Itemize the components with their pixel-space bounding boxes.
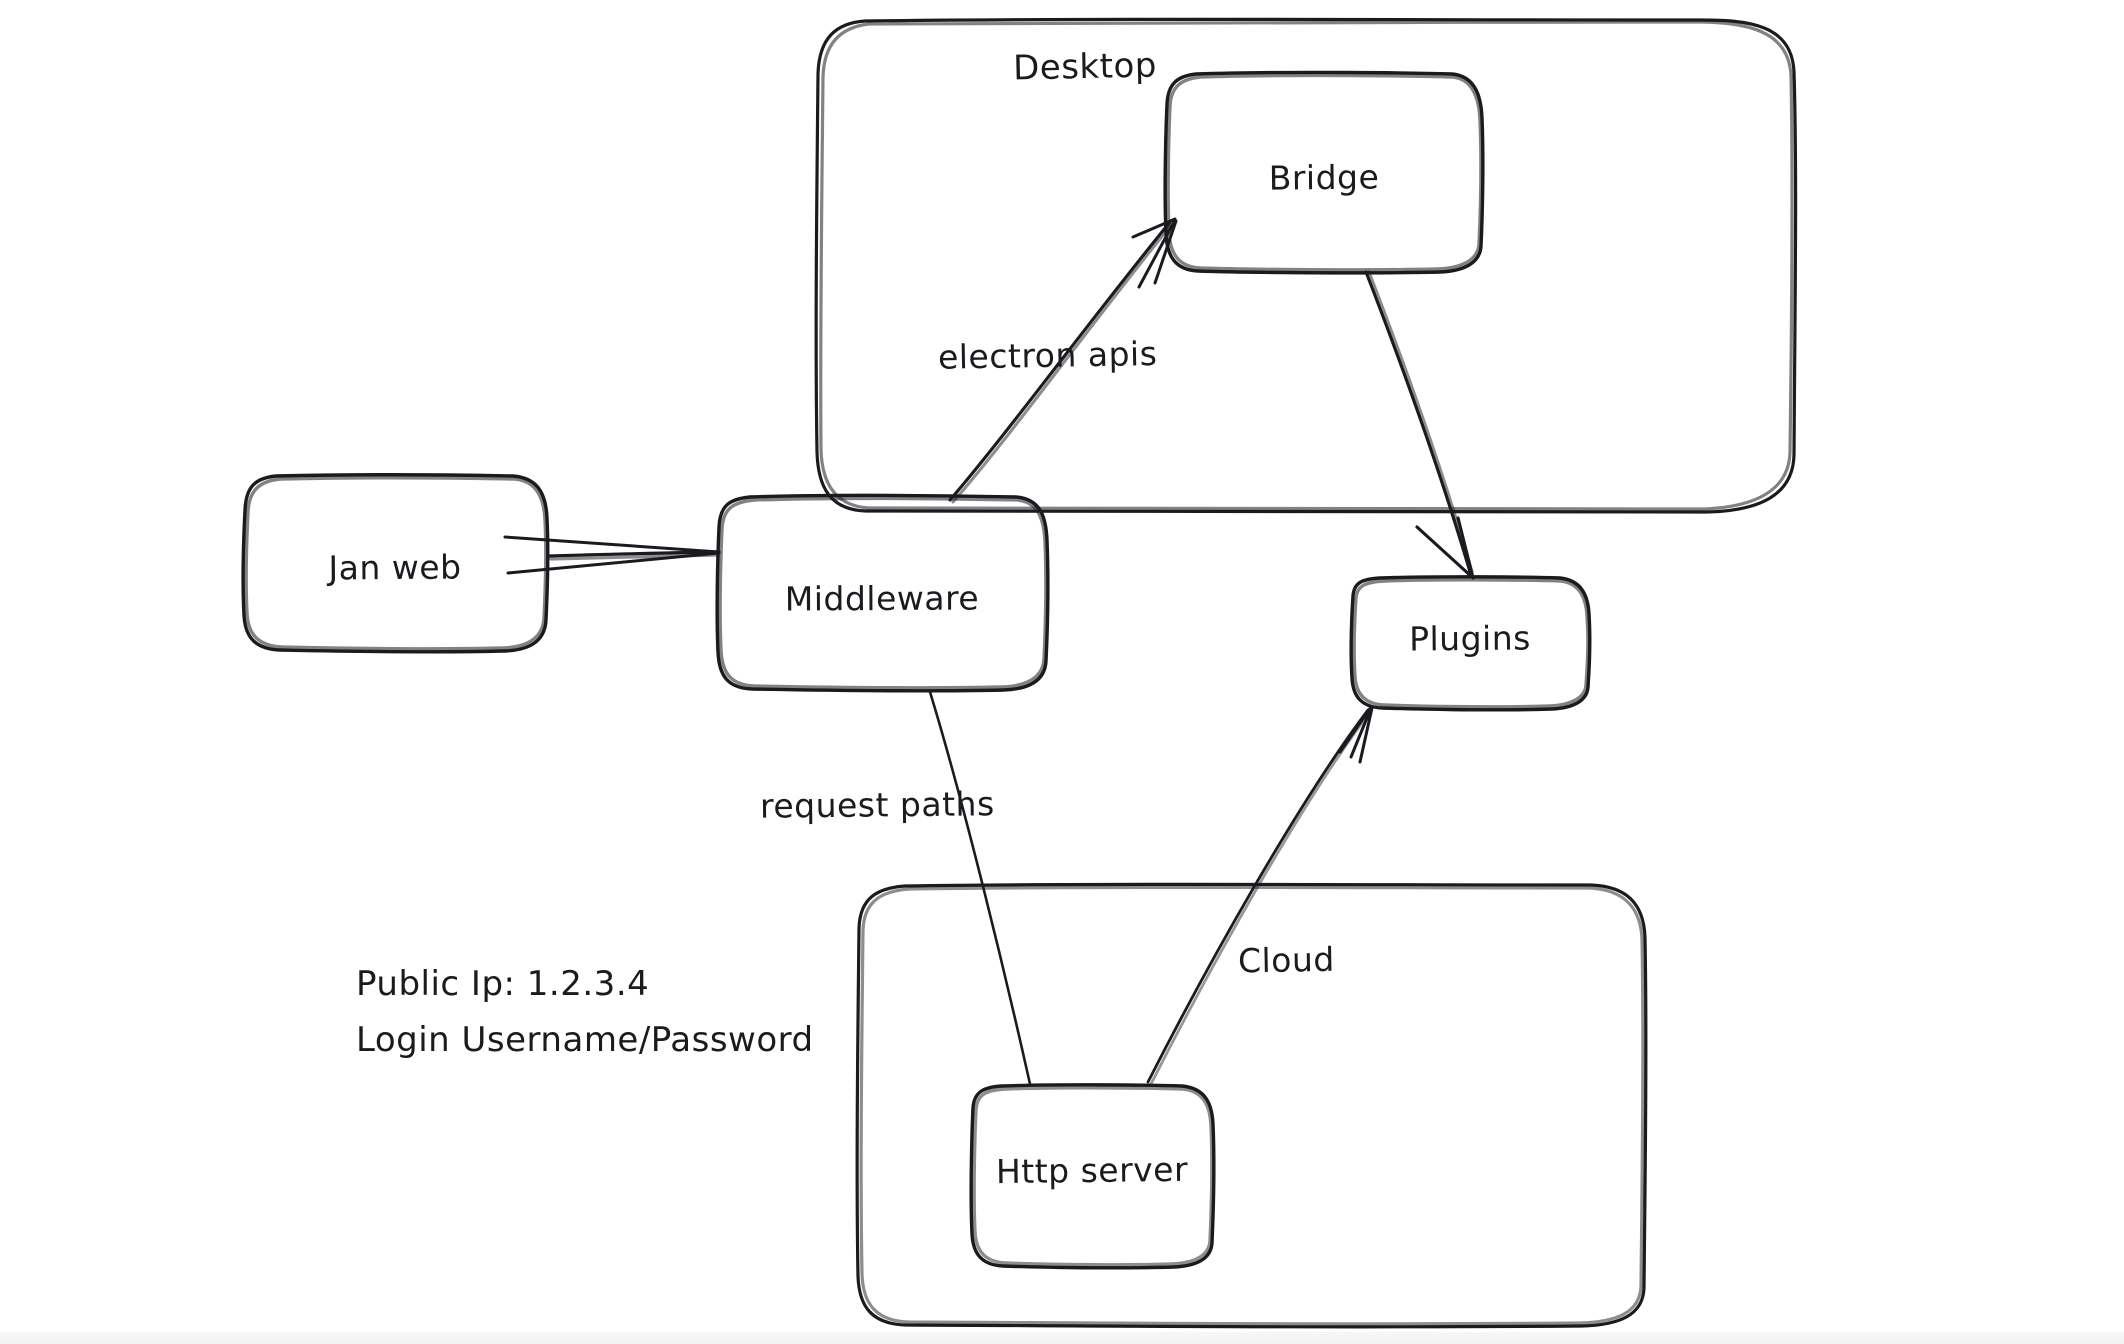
node-jan-web-outline — [241, 473, 550, 654]
edge-httpserver-to-plugins — [1146, 705, 1374, 1086]
node-bridge-outline — [1163, 70, 1485, 275]
viewport-bottom-edge — [0, 1332, 2124, 1344]
group-desktop-outline — [814, 17, 1798, 515]
edge-middleware-to-bridge — [948, 217, 1178, 504]
edge-middleware-to-httpserver — [928, 690, 1032, 1086]
node-http-server-outline — [969, 1083, 1216, 1270]
group-cloud-outline — [855, 882, 1648, 1329]
node-middleware-outline — [715, 493, 1050, 693]
edge-janweb-to-middleware — [503, 535, 721, 575]
edge-bridge-to-plugins — [1364, 270, 1475, 580]
node-plugins-outline — [1349, 575, 1592, 712]
